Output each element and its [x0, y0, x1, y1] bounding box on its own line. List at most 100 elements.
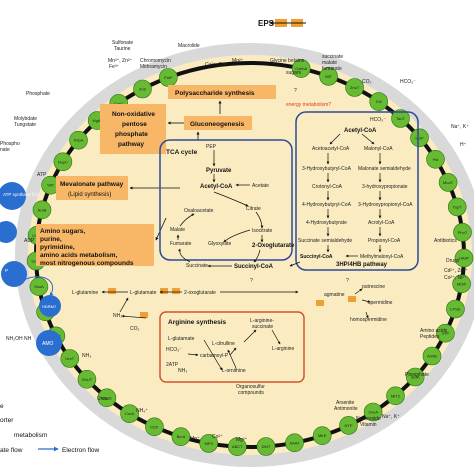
right-labels: Na⁺, K⁺ H⁺ Antibiotics Drugs Cd²⁺, Zn²⁺ …: [382, 124, 469, 420]
energy-metabolism-label: energy metabolism?: [286, 102, 331, 108]
tca-citrate: Citrate: [246, 206, 261, 212]
n-q1: ?: [346, 278, 349, 284]
transporter-node: [133, 79, 152, 99]
label-arsenite: Arsenite: [336, 400, 355, 406]
label-peptides: Peptides: [420, 334, 440, 340]
transporter-node: [410, 128, 429, 148]
transporter-node: [145, 417, 164, 437]
electron-flow-path: [19, 276, 54, 297]
transporter-label: Zn2: [139, 87, 147, 92]
arg-arginine: L-arginine: [272, 346, 294, 352]
label-phospho: Phospho: [0, 141, 20, 147]
label-vitamin: Vitamin: [360, 422, 377, 428]
transporter-node: [422, 346, 442, 366]
label-nh4-bottom: NH₄⁺: [136, 408, 148, 414]
label-hco3-top: HCO₃⁻: [400, 79, 416, 85]
legend: e orter metabolism ate flow Electron flo…: [0, 403, 100, 454]
arg-ornithine: L-ornithine: [222, 368, 246, 374]
nonox-line1: Non-oxidative: [112, 111, 155, 118]
label-fe3: Fe³⁺: [109, 64, 120, 70]
tca-glyoxylate: Glyoxylate: [208, 241, 232, 247]
transporter-label: LPSE: [450, 307, 461, 312]
arg-title: Arginine synthesis: [168, 319, 227, 326]
label-mn-zn: Mn²⁺, Zn²⁺: [108, 58, 133, 64]
label-chromomycin: Chromomycin: [140, 58, 171, 64]
transporter-label: Cbl: [376, 99, 382, 104]
tca-oxoglutarate: 2-Oxoglutarate: [252, 243, 295, 249]
gluconeogenesis-label: Gluconeogenesis: [190, 121, 245, 128]
arg-nh3: NH₃: [178, 368, 187, 374]
transporter-node: [199, 434, 218, 453]
transporter-label: HAAT: [459, 256, 470, 261]
amino-line2: purine,: [40, 236, 62, 243]
amo-label: AMO: [42, 341, 54, 347]
label-organosulfur: Organosulfur: [236, 384, 265, 390]
arg-glutamate: L-glutamate: [168, 336, 195, 342]
transporter-label: MOP: [457, 281, 466, 286]
tca-acetate: Acetate: [252, 183, 269, 189]
hp-methylmalonyl: Methylmalonyl-CoA: [360, 254, 404, 260]
n-co2: CO₂: [130, 326, 140, 332]
mevalonate-box: [56, 176, 128, 200]
transporter-node: [291, 59, 311, 78]
nitrogen-row: L-glutamine L-glutamate 2-oxoglutarate N…: [72, 278, 393, 359]
legend-line1: e: [0, 403, 4, 410]
left-labels: Phosphate Molybdate Tungstate Phospho na…: [0, 91, 50, 342]
hp-pathway: 3HP/4HB pathway HCO₃⁻ Acetyl-CoA Acetoac…: [289, 111, 419, 271]
transporter-node: [285, 433, 304, 453]
label-antimonite: Antimonite: [334, 406, 358, 412]
bottom-labels: Urea NH₄⁺ Mo⁺ Co²⁺ Mg²⁺ Organosulfur com…: [97, 384, 381, 443]
hp-box: [295, 111, 419, 271]
hp-hb4b: 4-Hydroxybutyrate: [306, 220, 347, 226]
amino-line5: most nitrogenous compounds: [40, 260, 134, 267]
transporter-node: [228, 437, 247, 457]
arg-citrulline: L-citrulline: [212, 341, 235, 347]
tca-acetyl-coa: Acetyl-CoA: [200, 184, 233, 190]
hp-acetyl-coa: Acetyl-CoA: [344, 128, 377, 134]
transporter-label: AmtB: [427, 354, 437, 359]
label-adp: ADP: [24, 238, 35, 244]
transporter-label: MlT2: [391, 393, 401, 398]
transporter-node: [386, 386, 405, 406]
label-cd-zn: Cd²⁺, Zn²⁺: [444, 268, 468, 274]
legend-line4: ate flow: [0, 447, 23, 454]
label-mg2: Mg²⁺: [232, 58, 244, 64]
label-fumarate: fumarate: [322, 66, 342, 72]
hp-succ-sa: Succinate semialdehyde: [298, 238, 352, 244]
tca-box: [159, 139, 293, 261]
transporter-node: [345, 78, 364, 97]
n-nh3: NH₃: [113, 313, 122, 319]
tca-pyruvate: Pyruvate: [206, 168, 232, 174]
n-agmatine: agmatine: [324, 292, 345, 298]
transporter-node: [29, 277, 49, 297]
transporter-node: [339, 416, 358, 435]
polysaccharide-box: [168, 85, 276, 99]
blue-node-2: [0, 221, 17, 243]
hp-acrolyl: Acrolyl-CoA: [368, 220, 395, 226]
amo-node: [36, 330, 62, 356]
hp-title: 3HP/4HB pathway: [336, 262, 388, 268]
transporter-node: [446, 299, 465, 319]
label-phosphate-right: Phosphate: [405, 372, 429, 378]
arg-2atp: 2ATP: [166, 362, 179, 368]
label-co2-top: CO₂: [362, 79, 372, 85]
transporter-label: MFS: [204, 441, 213, 446]
transporter-label: ZnuA: [368, 410, 378, 415]
tca-title: TCA cycle: [166, 149, 198, 156]
transporter-label: PhoT: [458, 230, 468, 235]
transporter-node: [453, 223, 472, 242]
hp-hb4: 4-Hydroxybutyryl-CoA: [302, 202, 352, 208]
label-mo: Mo⁺: [190, 436, 200, 442]
label-mithramycin: Mithramycin: [140, 64, 167, 70]
blue-node-3: [1, 261, 27, 287]
amino-line4: amino acids metabolism,: [40, 252, 117, 259]
hp-malonyl: Malonyl-CoA: [364, 146, 393, 152]
label-h: H⁺: [460, 142, 467, 148]
label-macrolide: Macrolide: [178, 43, 200, 49]
arg-carbamoyl: carbamoyl-P: [200, 353, 229, 359]
transporter-label: CDF: [150, 424, 159, 429]
amino-line1: Amino sugars,: [40, 228, 85, 235]
transporter-label: ModT: [443, 180, 454, 185]
tca-fumarate: Fumarate: [170, 241, 192, 247]
amino-box: [36, 224, 154, 266]
